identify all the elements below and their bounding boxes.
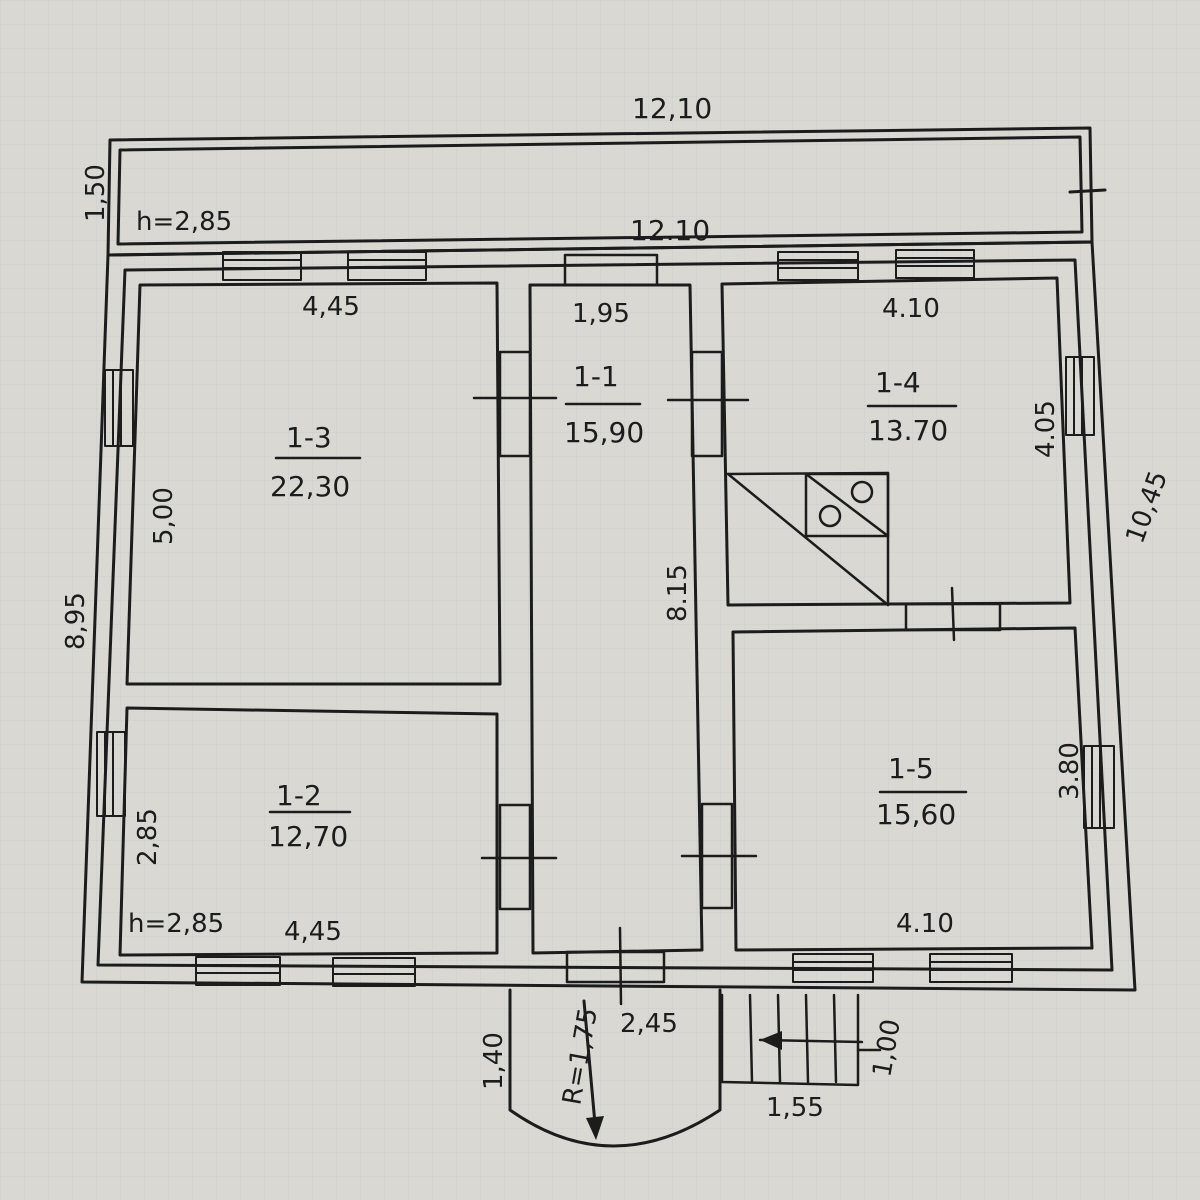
window-bottom-3 — [792, 953, 874, 983]
room-1-3-id: 1-3 — [286, 421, 332, 454]
dim-1-1-length: 8.15 — [663, 564, 693, 622]
window-right-2 — [1083, 745, 1115, 829]
window-bottom-2 — [332, 957, 416, 987]
room-1-3 — [125, 281, 502, 686]
dim-veranda-depth: 1,50 — [81, 164, 111, 222]
window-top-1 — [222, 251, 302, 281]
dim-left-height: 8,95 — [61, 592, 91, 650]
stove-icon — [726, 471, 956, 642]
exterior-wall-inner — [96, 258, 1114, 972]
porch — [508, 988, 722, 1148]
window-left-1 — [104, 369, 134, 447]
room-1-1-id: 1-1 — [573, 360, 619, 393]
room-1-4 — [720, 276, 1072, 607]
stairs — [720, 993, 882, 1087]
dim-1-2-height: h=2,85 — [128, 909, 224, 939]
dim-top-outer-width: 12,10 — [632, 92, 712, 125]
door-1-3-to-1-1 — [498, 350, 532, 458]
dim-top-inner-width: 12.10 — [630, 214, 710, 247]
dimension-labels: 12,10 12.10 1,50 h=2,85 8,95 10,45 4,45 … — [61, 92, 1174, 1123]
room-1-4-area: 13.70 — [868, 414, 948, 447]
window-bottom-1 — [195, 956, 281, 986]
room-1-2-area: 12,70 — [268, 820, 348, 853]
dim-1-1-width: 1,95 — [572, 299, 630, 329]
dim-1-3-width: 4,45 — [302, 292, 360, 322]
radius-arrowhead — [586, 1116, 604, 1140]
dim-1-2-depth: 2,85 — [133, 808, 163, 866]
dim-stair-width: 1,55 — [766, 1093, 824, 1123]
dim-porch-depth: 1,40 — [479, 1032, 509, 1090]
room-1-2-id: 1-2 — [276, 779, 322, 812]
door-front — [565, 950, 666, 984]
room-1-5-id: 1-5 — [888, 752, 934, 785]
door-top-corridor — [563, 253, 659, 287]
dim-1-4-depth: 4.05 — [1031, 400, 1061, 458]
window-top-3 — [777, 251, 859, 281]
door-1-4-to-1-5 — [904, 602, 1002, 632]
room-1-3-area: 22,30 — [270, 470, 350, 503]
dim-1-5-width: 4.10 — [896, 909, 954, 939]
window-left-2 — [96, 731, 126, 817]
dim-1-4-width: 4.10 — [882, 294, 940, 324]
room-1-1-area: 15,90 — [564, 416, 644, 449]
door-1-1-to-1-4 — [690, 350, 724, 458]
windows — [96, 249, 1115, 987]
window-top-4 — [895, 249, 975, 279]
dim-veranda-height: h=2,85 — [136, 207, 232, 237]
room-labels: 1-3 22,30 1-1 15,90 1-4 13.70 1-2 12,70 … — [268, 360, 968, 853]
arrow-left-icon — [760, 1031, 782, 1050]
window-top-2 — [347, 251, 427, 281]
room-1-4-id: 1-4 — [875, 366, 921, 399]
dim-1-3-depth: 5,00 — [149, 487, 179, 545]
window-bottom-4 — [929, 953, 1013, 983]
dim-1-2-width: 4,45 — [284, 917, 342, 947]
house-walls — [80, 240, 1137, 992]
exterior-wall-outer — [80, 240, 1137, 992]
room-1-5-area: 15,60 — [876, 798, 956, 831]
dim-porch-width: 2,45 — [620, 1009, 678, 1039]
window-right-1 — [1065, 356, 1095, 436]
door-openings — [472, 253, 1002, 1006]
room-1-2 — [118, 706, 499, 957]
dim-1-5-depth: 3.80 — [1055, 742, 1085, 800]
